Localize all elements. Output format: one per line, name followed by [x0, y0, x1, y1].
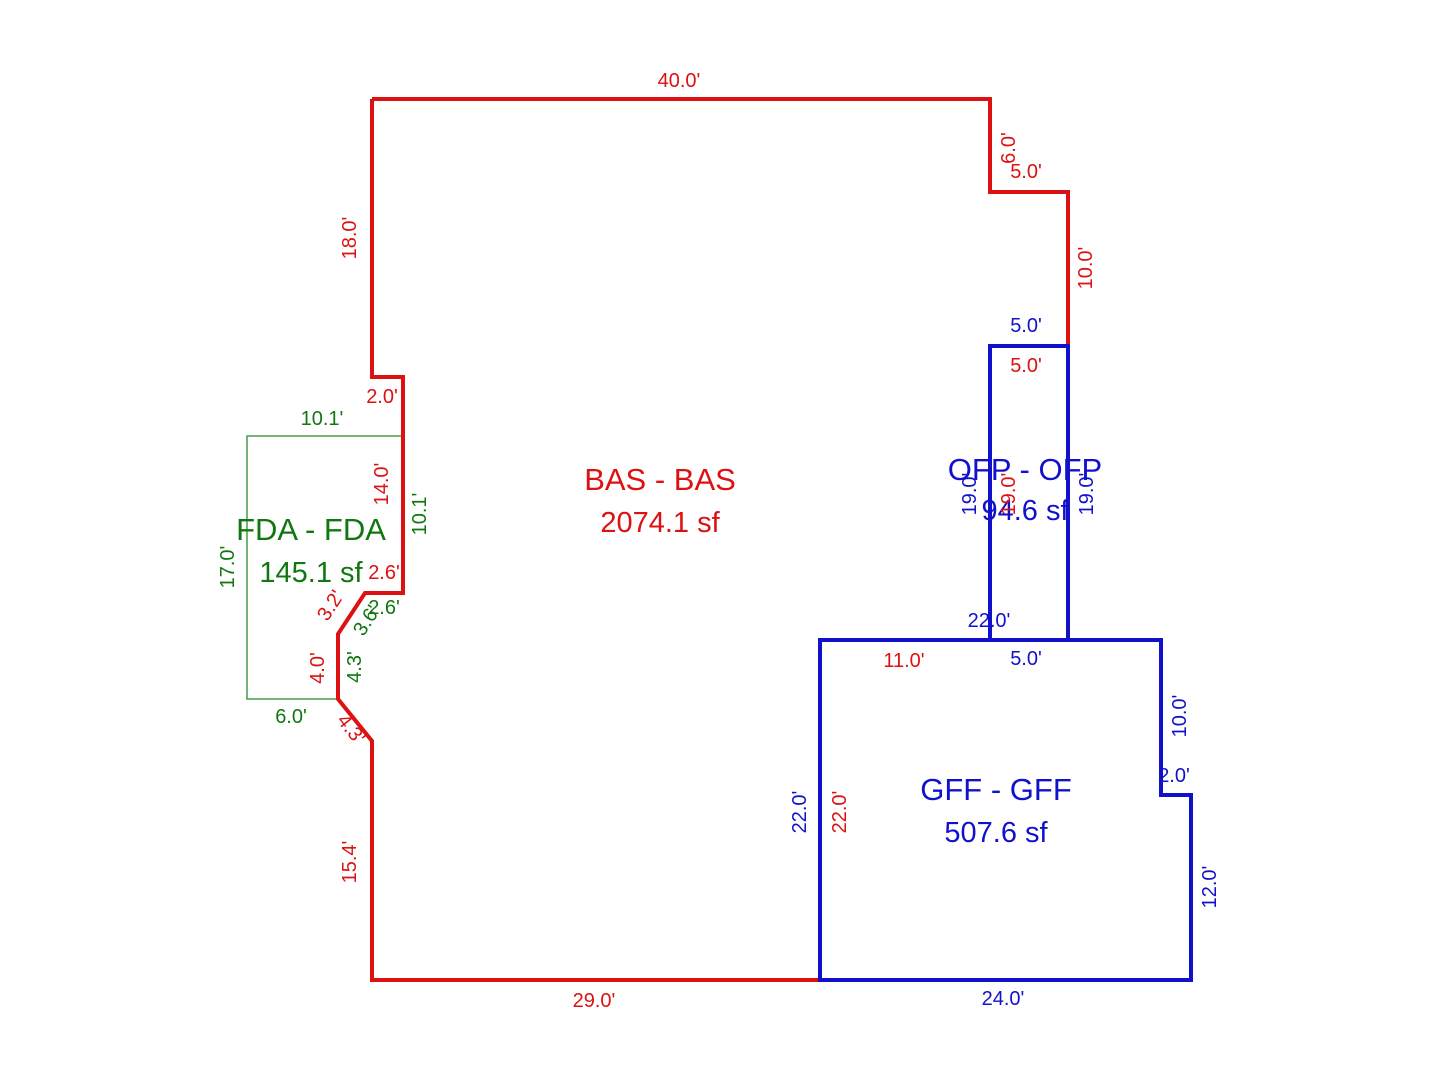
ofp-dim-right: 19.0'	[1076, 473, 1098, 516]
bas-area-size: 2074.1 sf	[600, 507, 720, 539]
fda-area-size: 145.1 sf	[259, 557, 363, 589]
bas-dim-jog-top: 2.0'	[366, 386, 398, 408]
fda-dim-right-lower: 4.3'	[344, 651, 366, 683]
bas-dim-left-notch: 4.0'	[307, 652, 329, 684]
bas-dim-jog-horizontal: 2.6'	[368, 562, 400, 584]
fda-dim-jog: 2.6'	[368, 597, 400, 619]
gff-dim-bottom: 24.0'	[982, 988, 1025, 1010]
bas-dim-gff-left: 22.0'	[829, 791, 851, 834]
gff-area-name: GFF - GFF	[920, 772, 1072, 807]
bas-dim-right-upper: 10.0'	[1075, 247, 1097, 290]
fda-dim-left: 17.0'	[217, 546, 239, 589]
ofp-area-name: OFP - OFP	[948, 452, 1102, 487]
gff-outline	[818, 638, 1193, 982]
fda-dim-right-upper: 10.1'	[409, 493, 431, 536]
bas-dim-right-at-ofp: 5.0'	[1010, 355, 1042, 377]
bas-dim-left-lower: 15.4'	[339, 841, 361, 884]
gff-dim-right-step: 2.0'	[1158, 765, 1190, 787]
bas-dim-diag-upper: 3.2'	[313, 586, 349, 625]
bas-area-name: BAS - BAS	[584, 462, 736, 497]
bas-dim-right-step-vertical: 6.0'	[998, 132, 1020, 164]
gff-area-size: 507.6 sf	[944, 817, 1048, 849]
gff-dim-top-segment: 5.0'	[1010, 648, 1042, 670]
bas-dim-top: 40.0'	[658, 70, 701, 92]
bas-dim-inner-vertical: 14.0'	[371, 463, 393, 506]
bas-dim-right-step-horizontal: 5.0'	[1010, 161, 1042, 183]
fda-area-name: FDA - FDA	[236, 512, 386, 547]
gff-dim-left: 22.0'	[789, 791, 811, 834]
gff-dim-right-lower: 12.0'	[1199, 866, 1221, 909]
fda-dim-top: 10.1'	[301, 408, 344, 430]
fda-dim-bottom: 6.0'	[275, 706, 307, 728]
ofp-dim-bottom: 22.0'	[968, 610, 1011, 632]
bas-dim-ofp-left: 19.0'	[998, 473, 1020, 516]
bas-dim-bottom: 29.0'	[573, 990, 616, 1012]
ofp-area-size: 94.6 sf	[981, 495, 1069, 527]
bas-dim-gff-top: 11.0'	[883, 650, 924, 672]
ofp-dim-top: 5.0'	[1010, 315, 1042, 337]
ofp-dim-left: 19.0'	[959, 473, 981, 516]
bas-dim-diag-lower: 4.3'	[332, 710, 369, 748]
bas-dim-left-upper: 18.0'	[339, 217, 361, 260]
gff-dim-right-upper: 10.0'	[1169, 695, 1191, 738]
bas-outline	[336, 97, 1070, 982]
ofp-outline	[988, 344, 1070, 642]
